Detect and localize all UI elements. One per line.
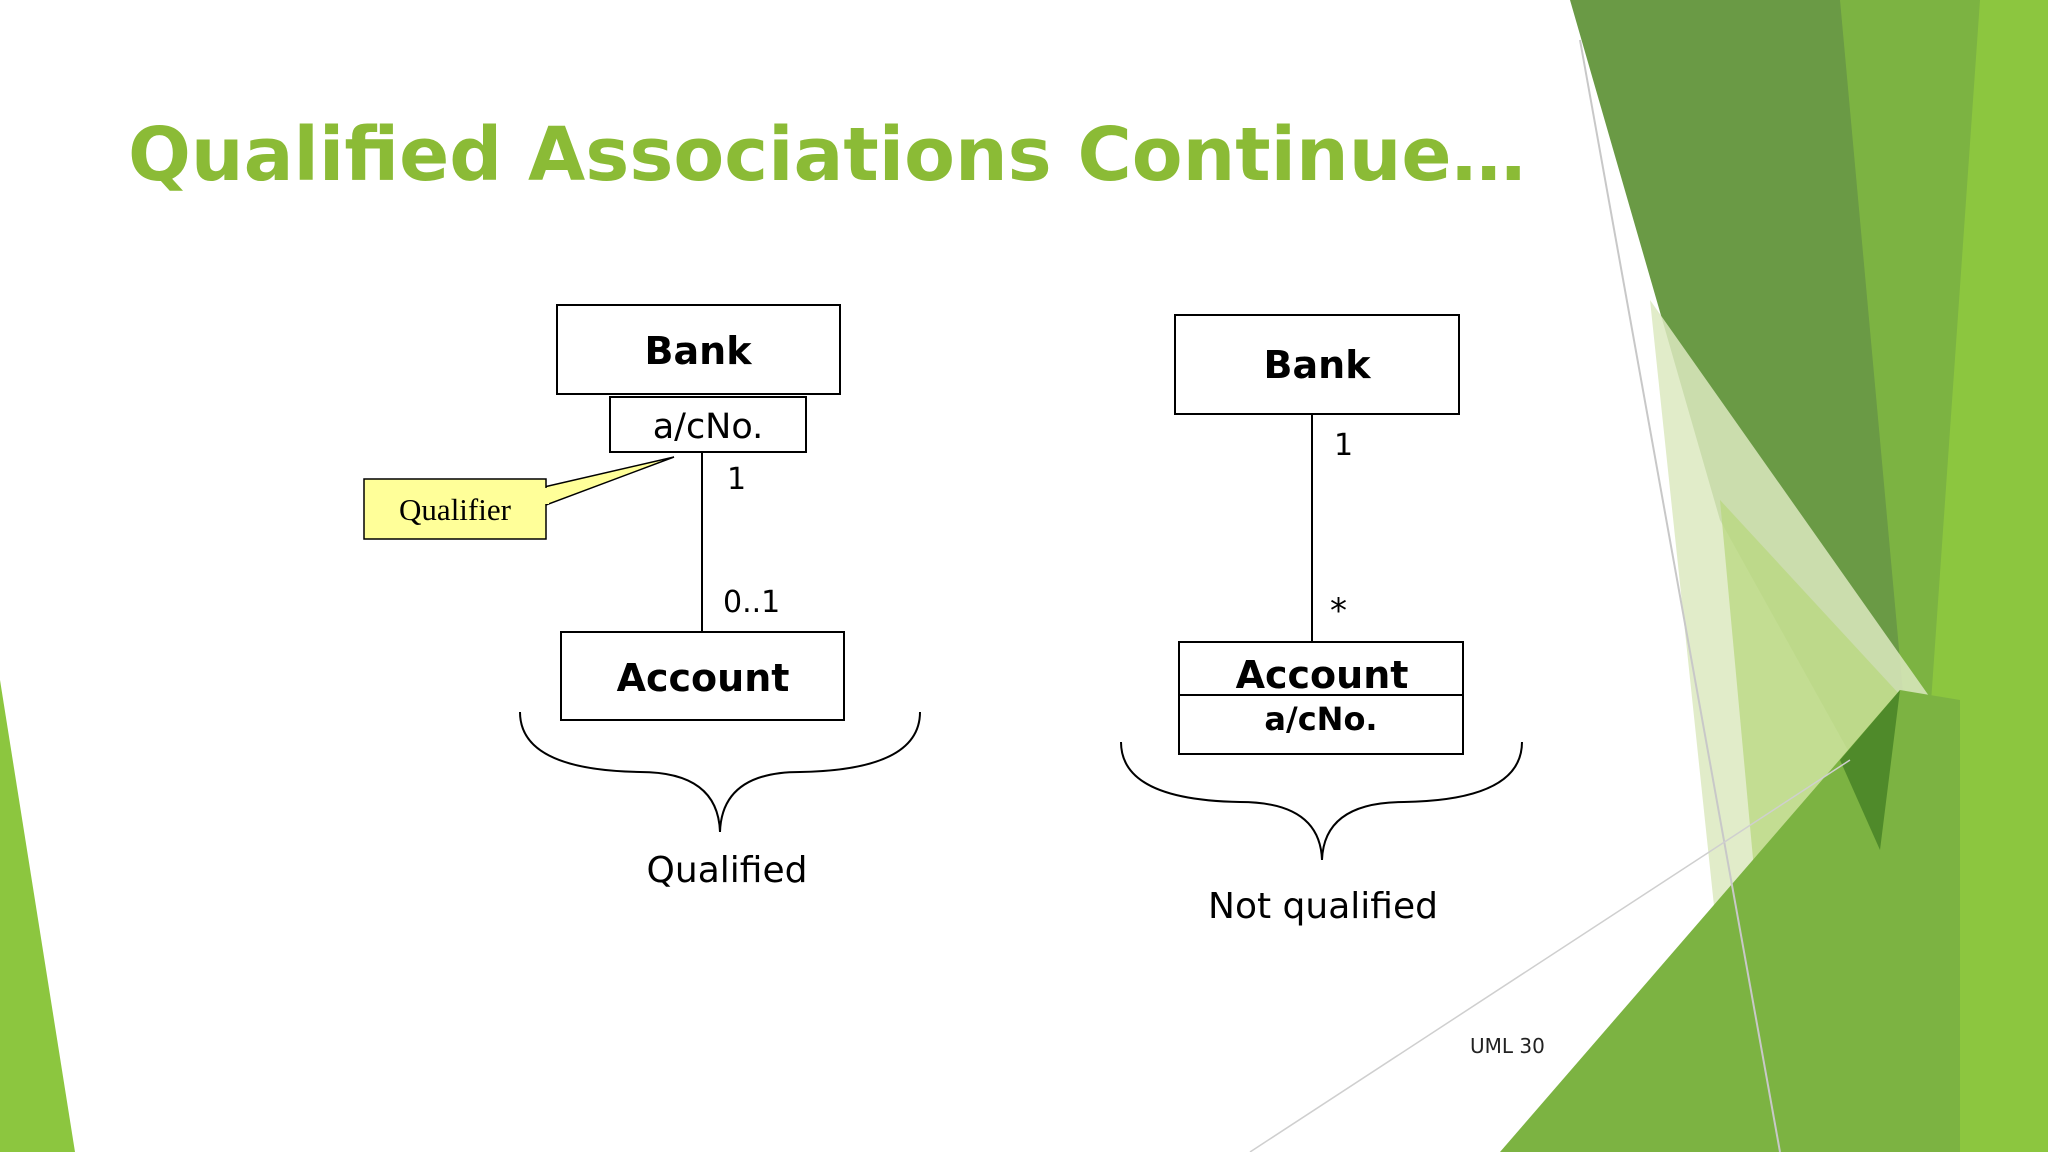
qualified-account-class-box [560,631,845,721]
not-qualified-multiplicity-bottom: * [1330,591,1347,631]
not-qualified-account-class-label: Account [1236,653,1409,697]
decor-line-2 [1249,759,1851,1152]
not-qualified-brace [1120,741,1523,861]
not-qualified-caption: Not qualified [1208,886,1438,927]
qualifier-box [609,396,807,453]
qualifier-label: a/cNo. [653,407,764,447]
qualified-account-class-label: Account [617,656,790,700]
not-qualified-diagram: Bank 1 * Account a/cNo. Not qualified [1120,314,1523,927]
slide-title: Qualified Associations Continue… [128,112,1526,198]
qualifier-callout-box [363,478,547,540]
not-qualified-account-attribute: a/cNo. [1264,700,1377,738]
left-green-sliver [0,680,75,1152]
qualifier-callout-label: Qualifier [399,492,512,527]
qualified-bank-class-label: Bank [645,329,753,373]
qualified-multiplicity-bottom: 0..1 [723,585,780,620]
decor-line-1 [1579,39,1781,1152]
slide-number: UML 30 [1470,1034,1545,1058]
qualified-caption: Qualified [647,850,808,891]
qualified-brace [519,711,921,833]
not-qualified-bank-class-box [1174,314,1460,415]
right-bright-green-panel [1860,0,2048,1152]
qualified-diagram: Bank a/cNo. 1 0..1 Account Qualifier Qua… [363,304,921,891]
qualified-multiplicity-top: 1 [727,462,746,497]
bottom-green-triangle [1500,690,1960,1152]
right-mid-green-panel [1840,0,2000,880]
qualifier-callout-pointer [543,456,675,507]
not-qualified-account-class-box [1178,641,1464,755]
qualifier-callout-seam [543,488,549,504]
not-qualified-bank-class-label: Bank [1264,343,1372,387]
qualified-bank-class-box [556,304,841,395]
not-qualified-multiplicity-top: 1 [1334,428,1353,463]
bottom-darker-triangle [1840,690,1900,850]
